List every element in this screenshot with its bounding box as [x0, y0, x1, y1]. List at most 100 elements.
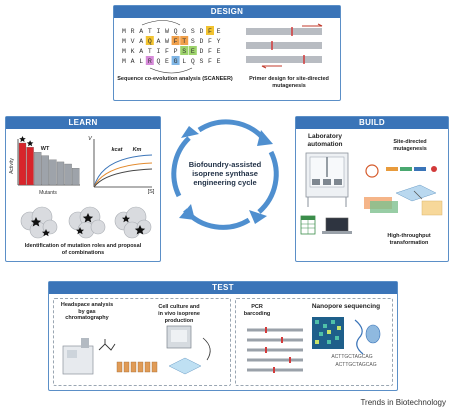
residue-letter: D — [199, 48, 203, 55]
kinetics-ylabel: V — [88, 136, 92, 142]
residue-letter: F — [174, 38, 178, 45]
plasmid-strand-3 — [246, 55, 322, 69]
activity-bar — [56, 161, 65, 186]
coupling-arc — [149, 67, 193, 74]
kcat-label: kcat — [111, 147, 123, 153]
nanopore-device — [354, 319, 381, 355]
design-header: DESIGN — [114, 6, 340, 18]
coupling-arc — [141, 20, 181, 26]
learn-header: LEARN — [6, 117, 160, 129]
residue-letter: F — [208, 38, 212, 45]
residue-letter: A — [139, 28, 143, 35]
activity-bar — [64, 163, 72, 186]
plasmid-strand-2 — [246, 41, 322, 50]
residue-letter: Q — [174, 28, 178, 35]
bar-xlabel: Mutants — [39, 190, 57, 196]
mutagenesis-label: Site-directed mutagenesis — [393, 139, 427, 152]
activity-bar — [34, 152, 42, 186]
mutagenesis-diagram — [364, 164, 443, 216]
cycle-arrowhead-right — [249, 210, 267, 224]
cycle-arrow-left — [171, 136, 191, 198]
residue-letter: A — [139, 48, 143, 55]
culture-label-2: in vivo isoprene production — [158, 311, 200, 324]
residue-letter: F — [208, 58, 212, 65]
cycle-label: Biofoundry-assisted isoprene synthase en… — [188, 160, 262, 187]
residue-letter: E — [217, 58, 221, 65]
learn-caption: Identification of mutation roles and pro… — [24, 243, 142, 256]
mutation-stars — [30, 213, 146, 237]
residue-letter: M — [122, 58, 126, 65]
residue-highlight — [180, 36, 189, 45]
residue-letter: E — [217, 48, 221, 55]
colony-plates — [364, 197, 398, 213]
residue-highlight — [188, 46, 197, 55]
residue-letter: I — [156, 28, 160, 35]
coevolution-label: Sequence co-evolution analysis (SCANEER) — [117, 76, 233, 82]
test-header: TEST — [49, 282, 397, 294]
residue-letter: S — [199, 58, 203, 65]
build-header: BUILD — [296, 117, 448, 129]
residue-letter: Y — [217, 38, 221, 45]
barcoded-reads — [247, 327, 303, 373]
primer-diagram — [246, 23, 323, 69]
culture-arrow — [202, 337, 211, 361]
residue-letter: T — [182, 38, 186, 45]
residue-letter: L — [182, 58, 186, 65]
residue-letter: A — [139, 38, 143, 45]
residue-letter: P — [174, 48, 178, 55]
residue-letter: V — [131, 38, 135, 45]
residue-letter: F — [208, 28, 212, 35]
spreadsheet-icon — [300, 215, 316, 235]
residue-letter: M — [122, 38, 126, 45]
test-right-subpanel — [235, 298, 393, 386]
km-label: Km — [132, 147, 142, 153]
residue-letter: A — [131, 58, 135, 65]
journal-brand: Trends in Biotechnology — [360, 398, 446, 407]
residue-highlight — [145, 36, 154, 45]
residue-letter: D — [199, 28, 203, 35]
kinetics-curve-2 — [93, 162, 153, 188]
residue-letter: K — [131, 48, 135, 55]
residue-highlight — [145, 56, 154, 65]
residue-highlight — [180, 46, 189, 55]
residue-letter: G — [182, 28, 186, 35]
residue-letter: S — [191, 28, 195, 35]
kinetics-xlabel: [S] — [147, 189, 155, 195]
kinetics-chart — [93, 139, 153, 188]
plasmid-strand-1 — [246, 23, 323, 36]
plasmid-icon — [365, 164, 379, 178]
residue-letter: M — [122, 48, 126, 55]
agar-plate — [421, 200, 443, 216]
residue-letter: I — [156, 48, 160, 55]
headspace-label: Headspace analysis by gas chromatography — [60, 302, 114, 321]
residue-letter: R — [148, 58, 152, 65]
kinetics-curve-1 — [93, 154, 153, 188]
transformation-label: High-throughput transformation — [387, 233, 431, 246]
protein-blob-3 — [114, 206, 152, 239]
cycle-arrowhead-top — [257, 130, 273, 146]
cycle-arrow-top — [197, 119, 265, 140]
residue-letter: W — [165, 28, 169, 35]
residue-letter: S — [182, 48, 186, 55]
residue-letter: S — [191, 38, 195, 45]
residue-highlight — [171, 36, 180, 45]
dna-letters-2: ACTTGCTAGCAG — [335, 362, 377, 368]
activity-bar — [72, 168, 80, 186]
activity-bar — [49, 159, 57, 186]
pcr-label: PCR barcoding — [243, 304, 271, 317]
residue-letter: Q — [156, 58, 160, 65]
residue-letter: Q — [148, 38, 152, 45]
mutation-star — [19, 136, 26, 143]
laptop-icon — [322, 217, 352, 234]
liquid-handler-robot — [305, 152, 349, 207]
residue-letter: Q — [191, 58, 195, 65]
vial-rack — [116, 361, 158, 373]
residue-highlight — [171, 56, 180, 65]
residue-letter: T — [148, 48, 152, 55]
residue-letter: A — [156, 38, 160, 45]
cycle-arrowhead-bottom — [179, 204, 195, 220]
residue-letter: L — [139, 58, 143, 65]
residue-letter: W — [165, 38, 169, 45]
